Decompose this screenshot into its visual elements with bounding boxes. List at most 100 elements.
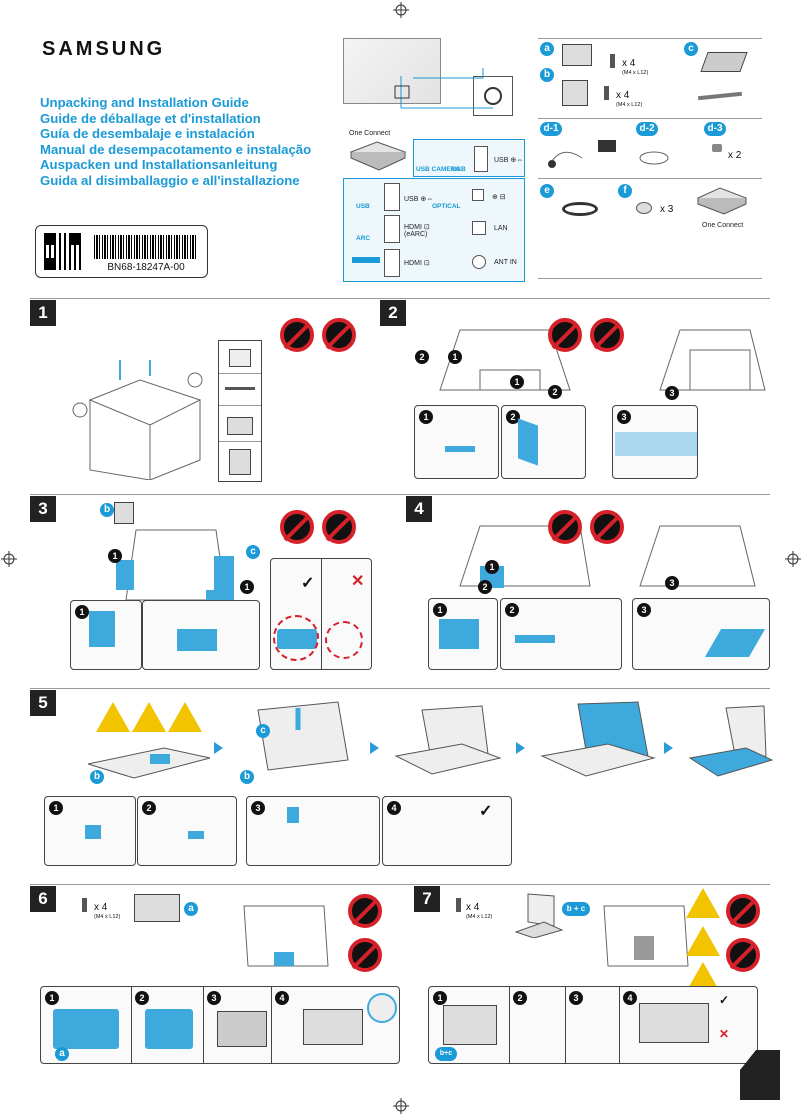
correct-check-icon: ✓ [719, 993, 730, 1007]
step-6-qty: x 4 [94, 902, 108, 913]
tv-back-illustration [343, 38, 441, 104]
step-7-spec: (M4 x L12) [466, 914, 493, 920]
one-connect-box-icon [696, 187, 748, 215]
sub-step-marker: 2 [548, 385, 562, 399]
stand-base-icon [700, 52, 748, 72]
lan-label: LAN [494, 225, 508, 232]
screw-icon [610, 54, 615, 68]
no-lift-icon [322, 510, 356, 544]
barcode-label: BN68-18247A-00 [35, 225, 208, 278]
step-5-detail-1: 1 [44, 796, 136, 866]
warning-hand-icon [96, 702, 130, 732]
stand-neck-icon [562, 80, 588, 106]
title-en: Unpacking and Installation Guide [40, 95, 249, 110]
no-knife-icon [548, 318, 582, 352]
part-d2-badge: d-2 [636, 122, 658, 136]
next-arrow-icon [664, 742, 673, 754]
step-2-detail-2: 2 [501, 405, 586, 479]
step-4-detail-1: 1 [428, 598, 498, 670]
incorrect-x-icon: ✕ [351, 573, 365, 590]
title-de: Auspacken und Installationsanleitung [40, 157, 278, 173]
part-b-icon [229, 449, 251, 475]
usb-port-label: USB [452, 166, 466, 173]
sub-step-marker: 3 [665, 576, 679, 590]
barcode-icon [94, 235, 198, 259]
guide-titles: Unpacking and Installation Guide Guide d… [40, 95, 330, 189]
correct-check-icon: ✓ [301, 575, 315, 592]
no-lift-icon [590, 510, 624, 544]
wall-mount-adapter-icon [134, 894, 180, 922]
stand-bar-icon [225, 387, 255, 390]
step-2-number: 2 [380, 300, 406, 326]
wall-mount-adapter-icon [562, 44, 592, 66]
part-a-badge: a [540, 42, 554, 56]
top-ports-panel: USB CAMERA USB USB ⊕⇔ [413, 139, 525, 177]
screw-icon [456, 898, 461, 912]
sub-step-marker: 1 [108, 549, 122, 563]
part-c-badge: c [246, 545, 260, 559]
cable-lines [394, 68, 493, 109]
part-d3-qty: x 2 [728, 150, 742, 161]
step-3-correct-incorrect: ✓ ✕ [270, 558, 372, 670]
part-c-badge: c [684, 42, 698, 56]
part-c-icon [229, 349, 251, 367]
part-d3-badge: d-3 [704, 122, 726, 136]
cable-bundle-icon [562, 202, 598, 216]
part-a-icon [227, 417, 253, 435]
step-5-complete-illustration [540, 701, 656, 777]
part-oc-label: One Connect [702, 222, 744, 229]
step-6-detail-strip: 1 a 2 3 4 [40, 986, 400, 1064]
step-5-detail-4: 4✓ [382, 796, 512, 866]
correct-check-icon: ✓ [479, 803, 493, 820]
screw-icon [712, 144, 722, 152]
sub-step-marker: 3 [665, 386, 679, 400]
sub-step-marker: 2 [415, 350, 429, 364]
step-6-number: 6 [30, 886, 56, 912]
step-2-detail-3: 3 [612, 405, 698, 479]
registration-mark-icon [393, 2, 409, 18]
warning-hand-icon [132, 702, 166, 732]
step-4-detail-2: 2 [500, 598, 622, 670]
arc-label: ARC [356, 235, 371, 242]
hdmi-port-icon [384, 215, 400, 243]
step-3-detail-1: 1 [70, 600, 142, 670]
wall-socket-icon [473, 76, 513, 116]
usb-left-label: USB [356, 203, 370, 210]
part-b-badge: b [100, 503, 114, 517]
next-arrow-icon [370, 742, 379, 754]
step-1-number: 1 [30, 300, 56, 326]
part-a-qty: x 4 [622, 58, 636, 69]
usb-port-right-label: USB ⊕⇔ [494, 157, 524, 164]
no-knife-icon [548, 510, 582, 544]
part-b-icon [114, 502, 134, 524]
usb-port-icon [474, 146, 488, 172]
incorrect-x-icon: ✕ [719, 1027, 730, 1041]
part-b-qty: x 4 [616, 90, 630, 101]
part-a-badge: a [184, 902, 198, 916]
hdmi-port-icon [384, 249, 400, 277]
step-3-detail-2 [142, 600, 260, 670]
usb-port-icon [384, 183, 400, 211]
optical-label: OPTICAL [432, 203, 461, 210]
step-3-number: 3 [30, 496, 56, 522]
registration-mark-icon [785, 551, 801, 567]
screw-icon [604, 86, 609, 100]
cables-icon [548, 140, 669, 168]
step-5-attach-illustration [257, 701, 349, 771]
title-fr: Guide de déballage et d'installation [40, 110, 261, 126]
next-arrow-icon [516, 742, 525, 754]
no-knife-icon [348, 894, 382, 928]
qr-code-icon [44, 233, 81, 270]
part-a-badge: a [55, 1047, 69, 1061]
no-knife-icon [280, 510, 314, 544]
usb-mid-label: USB ⊕⇔ [404, 196, 434, 203]
step-7-number: 7 [414, 886, 440, 912]
step-7-badge-small: b+c [435, 1047, 457, 1061]
step-4-detail-3: 3 [632, 598, 770, 670]
title-pt: Manual de desempacotamento e instalação [40, 141, 312, 157]
step-6-illustration [243, 905, 329, 967]
warning-hand-icon [168, 702, 202, 732]
brand-logo: SAMSUNG [42, 38, 166, 60]
step-4-number: 4 [406, 496, 432, 522]
no-knife-icon [726, 894, 760, 928]
